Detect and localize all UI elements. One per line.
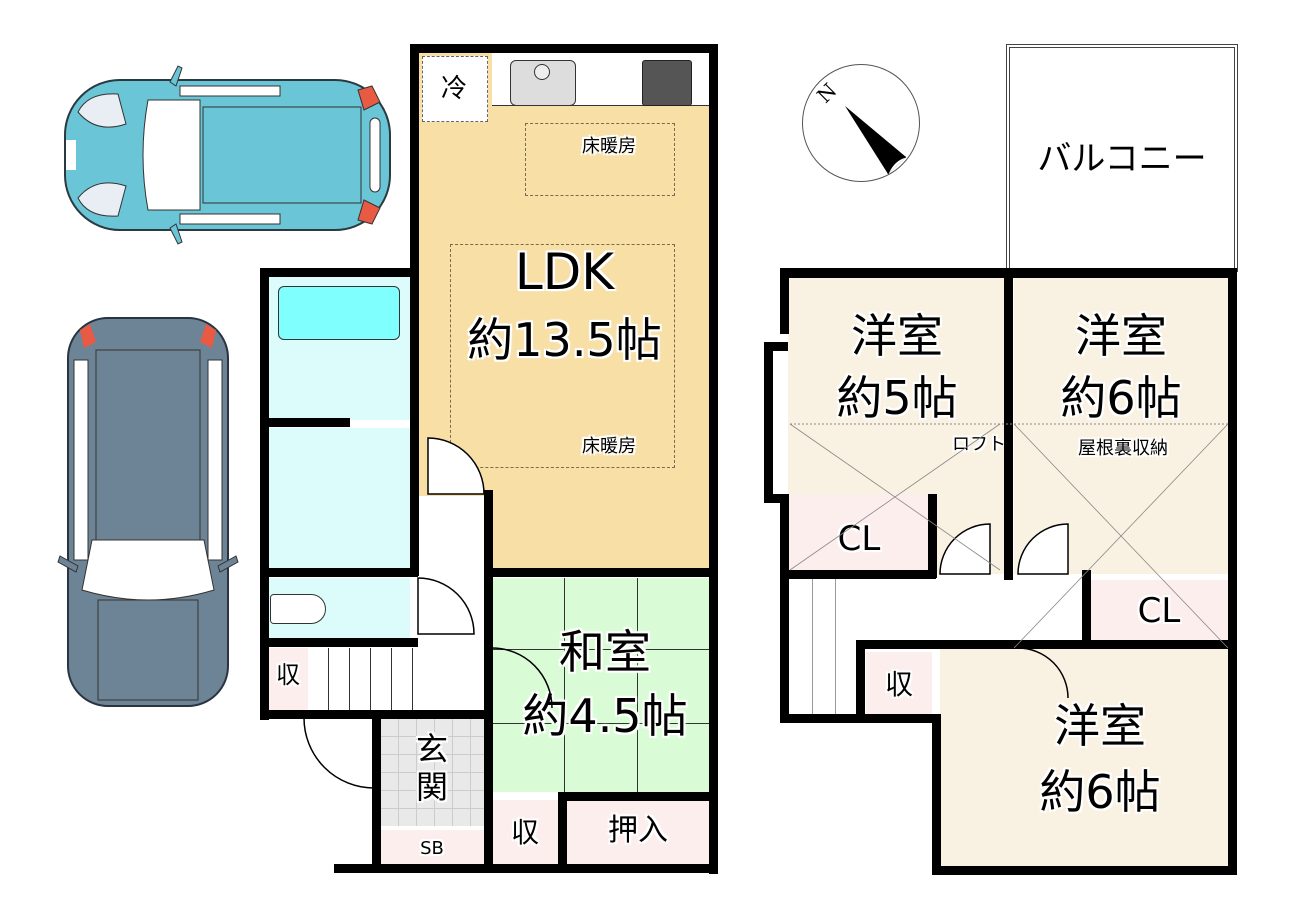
- oshiire: [566, 800, 710, 866]
- wall: [764, 342, 788, 351]
- wall: [1004, 268, 1013, 580]
- storage-under-stairs: [268, 648, 308, 710]
- door-toilet-icon: [417, 577, 475, 635]
- closet-2-label: CL: [1137, 591, 1181, 631]
- door-room2-icon: [1017, 523, 1069, 575]
- washitsu-name: 和室: [559, 625, 651, 679]
- floor-heating-area-1: [525, 123, 675, 196]
- door-washitsu-icon: [491, 647, 553, 709]
- wall: [1228, 268, 1237, 874]
- oshiire-label: 押入: [608, 813, 668, 848]
- wall: [932, 866, 1237, 875]
- balcony: [1006, 44, 1238, 272]
- fridge-label: 冷: [440, 74, 467, 104]
- room2-name: 洋室: [1075, 309, 1167, 363]
- wall: [928, 494, 937, 578]
- car-icon-gray: [57, 317, 239, 707]
- wall: [260, 710, 490, 719]
- wall: [856, 640, 1236, 649]
- wall: [260, 568, 418, 577]
- wall: [780, 268, 789, 334]
- ldk-name: LDK: [514, 243, 615, 301]
- wall: [764, 342, 773, 498]
- room2-attic-label: 屋根裏収納: [1078, 438, 1168, 459]
- floor-heating-label-1: 床暖房: [582, 136, 636, 157]
- washroom: [268, 428, 410, 568]
- room1-loft-label: ロフト: [952, 434, 1006, 455]
- room2-size: 約6帖: [1060, 371, 1182, 425]
- wall: [780, 494, 789, 722]
- western-room-3: [940, 648, 1228, 866]
- storage-2f: [866, 652, 932, 718]
- room3-name: 洋室: [1054, 699, 1146, 753]
- wall: [764, 494, 788, 503]
- door-entrance-icon: [303, 717, 375, 789]
- room3-size: 約6帖: [1039, 765, 1161, 819]
- fridge-space: [422, 56, 488, 122]
- stairs-2f: [790, 578, 856, 718]
- compass: [802, 64, 920, 182]
- storage-washitsu-label: 収: [510, 816, 539, 849]
- wall: [558, 792, 714, 801]
- wall: [1082, 570, 1091, 648]
- wall: [334, 864, 718, 873]
- wall: [709, 44, 718, 874]
- storage-stairs-label: 収: [276, 661, 300, 689]
- genkan-text: 玄関: [415, 730, 448, 806]
- washitsu: [492, 578, 710, 792]
- washitsu-size: 約4.5帖: [522, 689, 688, 743]
- room1-name: 洋室: [851, 309, 943, 363]
- wall: [484, 490, 493, 870]
- balcony-label: バルコニー: [1037, 139, 1207, 179]
- bathtub-icon: [278, 286, 400, 340]
- wall: [260, 418, 350, 427]
- room1-size: 約5帖: [836, 371, 958, 425]
- stairs-1f: [308, 648, 414, 710]
- floor-heating-label-2: 床暖房: [582, 436, 636, 457]
- car-icon-teal: [64, 65, 391, 245]
- stove-icon: [642, 60, 692, 106]
- storage-2f-label: 収: [884, 668, 913, 701]
- shoe-box: [380, 830, 484, 864]
- wall: [932, 714, 941, 874]
- wall: [372, 718, 381, 868]
- door-room3-icon: [1017, 647, 1069, 699]
- wall: [260, 268, 418, 277]
- ldk-size: 約13.5帖: [467, 313, 662, 367]
- door-ldk-icon: [427, 437, 485, 495]
- wall: [856, 640, 865, 722]
- door-room1-icon: [939, 523, 991, 575]
- toilet-icon: [270, 594, 326, 624]
- wall: [410, 44, 718, 53]
- wall: [558, 792, 567, 870]
- genkan: [380, 718, 484, 826]
- sink-drain-icon: [534, 64, 550, 80]
- wall: [260, 638, 418, 647]
- closet-1: [790, 494, 928, 570]
- wall: [484, 568, 714, 577]
- wall: [780, 714, 940, 723]
- genkan-label: 玄関: [380, 730, 484, 806]
- closet-2: [1090, 580, 1228, 642]
- wall: [260, 268, 269, 720]
- wall: [410, 426, 419, 576]
- storage-washitsu: [492, 800, 558, 866]
- shoe-box-label: SB: [420, 838, 444, 859]
- wall: [780, 570, 936, 579]
- closet-1-label: CL: [837, 519, 881, 559]
- floor-heating-area-2: [450, 244, 675, 468]
- western-room-2: [1014, 278, 1228, 574]
